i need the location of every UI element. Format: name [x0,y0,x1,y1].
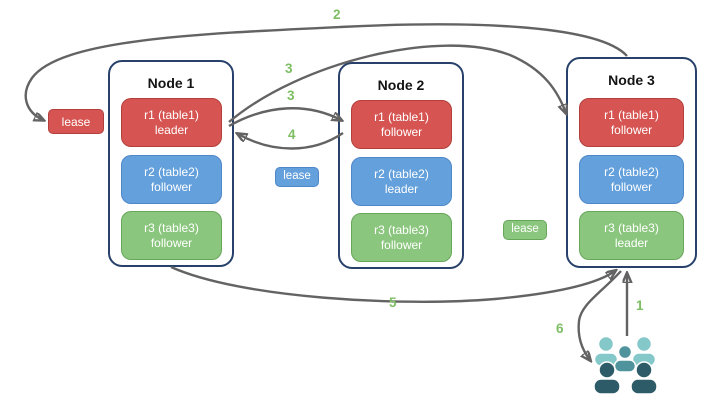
step-label-6: 6 [556,321,564,336]
node-2-title: Node 2 [377,77,425,93]
node3-replica-r3: r3 (table3) leader [579,211,684,260]
lease-badge-table3: lease [503,220,547,240]
node-3-panel: Node 3 r1 (table1) follower r2 (table2) … [566,57,697,268]
node2-replica-r3: r3 (table3) follower [351,213,452,262]
step-label-3b: 3 [287,88,295,103]
lease-label: lease [511,223,539,236]
replica-name: r3 (table3) [374,222,429,237]
replica-role: leader [614,235,649,250]
lease-badge-table2: lease [275,167,319,187]
users-group-icon [593,335,658,395]
replica-role: follower [610,122,653,137]
replica-role: follower [150,235,193,250]
replica-role: follower [610,179,653,194]
node-1-panel: Node 1 r1 (table1) leader r2 (table2) fo… [108,60,234,267]
node2-replica-r2: r2 (table2) leader [351,157,452,206]
replica-role: follower [380,124,423,139]
replica-role: leader [384,181,419,196]
arrow-step3-node1-to-node2 [228,107,341,128]
node3-replica-r1: r1 (table1) follower [579,98,684,147]
replica-name: r1 (table1) [144,107,199,122]
replica-name: r2 (table2) [604,164,659,179]
replica-name: r3 (table3) [604,220,659,235]
node-2-panel: Node 2 r1 (table1) follower r2 (table2) … [338,62,464,269]
step-label-5: 5 [389,295,397,310]
node1-replica-r3: r3 (table3) follower [121,211,222,260]
step-label-4: 4 [288,127,296,142]
lease-label: lease [283,170,311,183]
replica-name: r1 (table1) [604,107,659,122]
replica-role: follower [380,237,423,252]
replica-role: leader [154,122,189,137]
step-label-1: 1 [636,298,644,313]
lease-label: lease [61,114,91,129]
node1-replica-r1: r1 (table1) leader [121,98,222,147]
node-3-title: Node 3 [608,72,655,88]
replica-name: r1 (table1) [374,109,429,124]
step-label-3a: 3 [285,61,293,76]
node2-replica-r1: r1 (table1) follower [351,100,452,149]
node-1-title: Node 1 [147,75,195,91]
replica-name: r2 (table2) [374,166,429,181]
replica-name: r2 (table2) [144,164,199,179]
lease-badge-table1: lease [48,109,104,134]
replica-name: r3 (table3) [144,220,199,235]
replica-role: follower [150,179,193,194]
node3-replica-r2: r2 (table2) follower [579,155,684,204]
step-label-2: 2 [333,7,341,22]
node1-replica-r2: r2 (table2) follower [121,155,222,204]
